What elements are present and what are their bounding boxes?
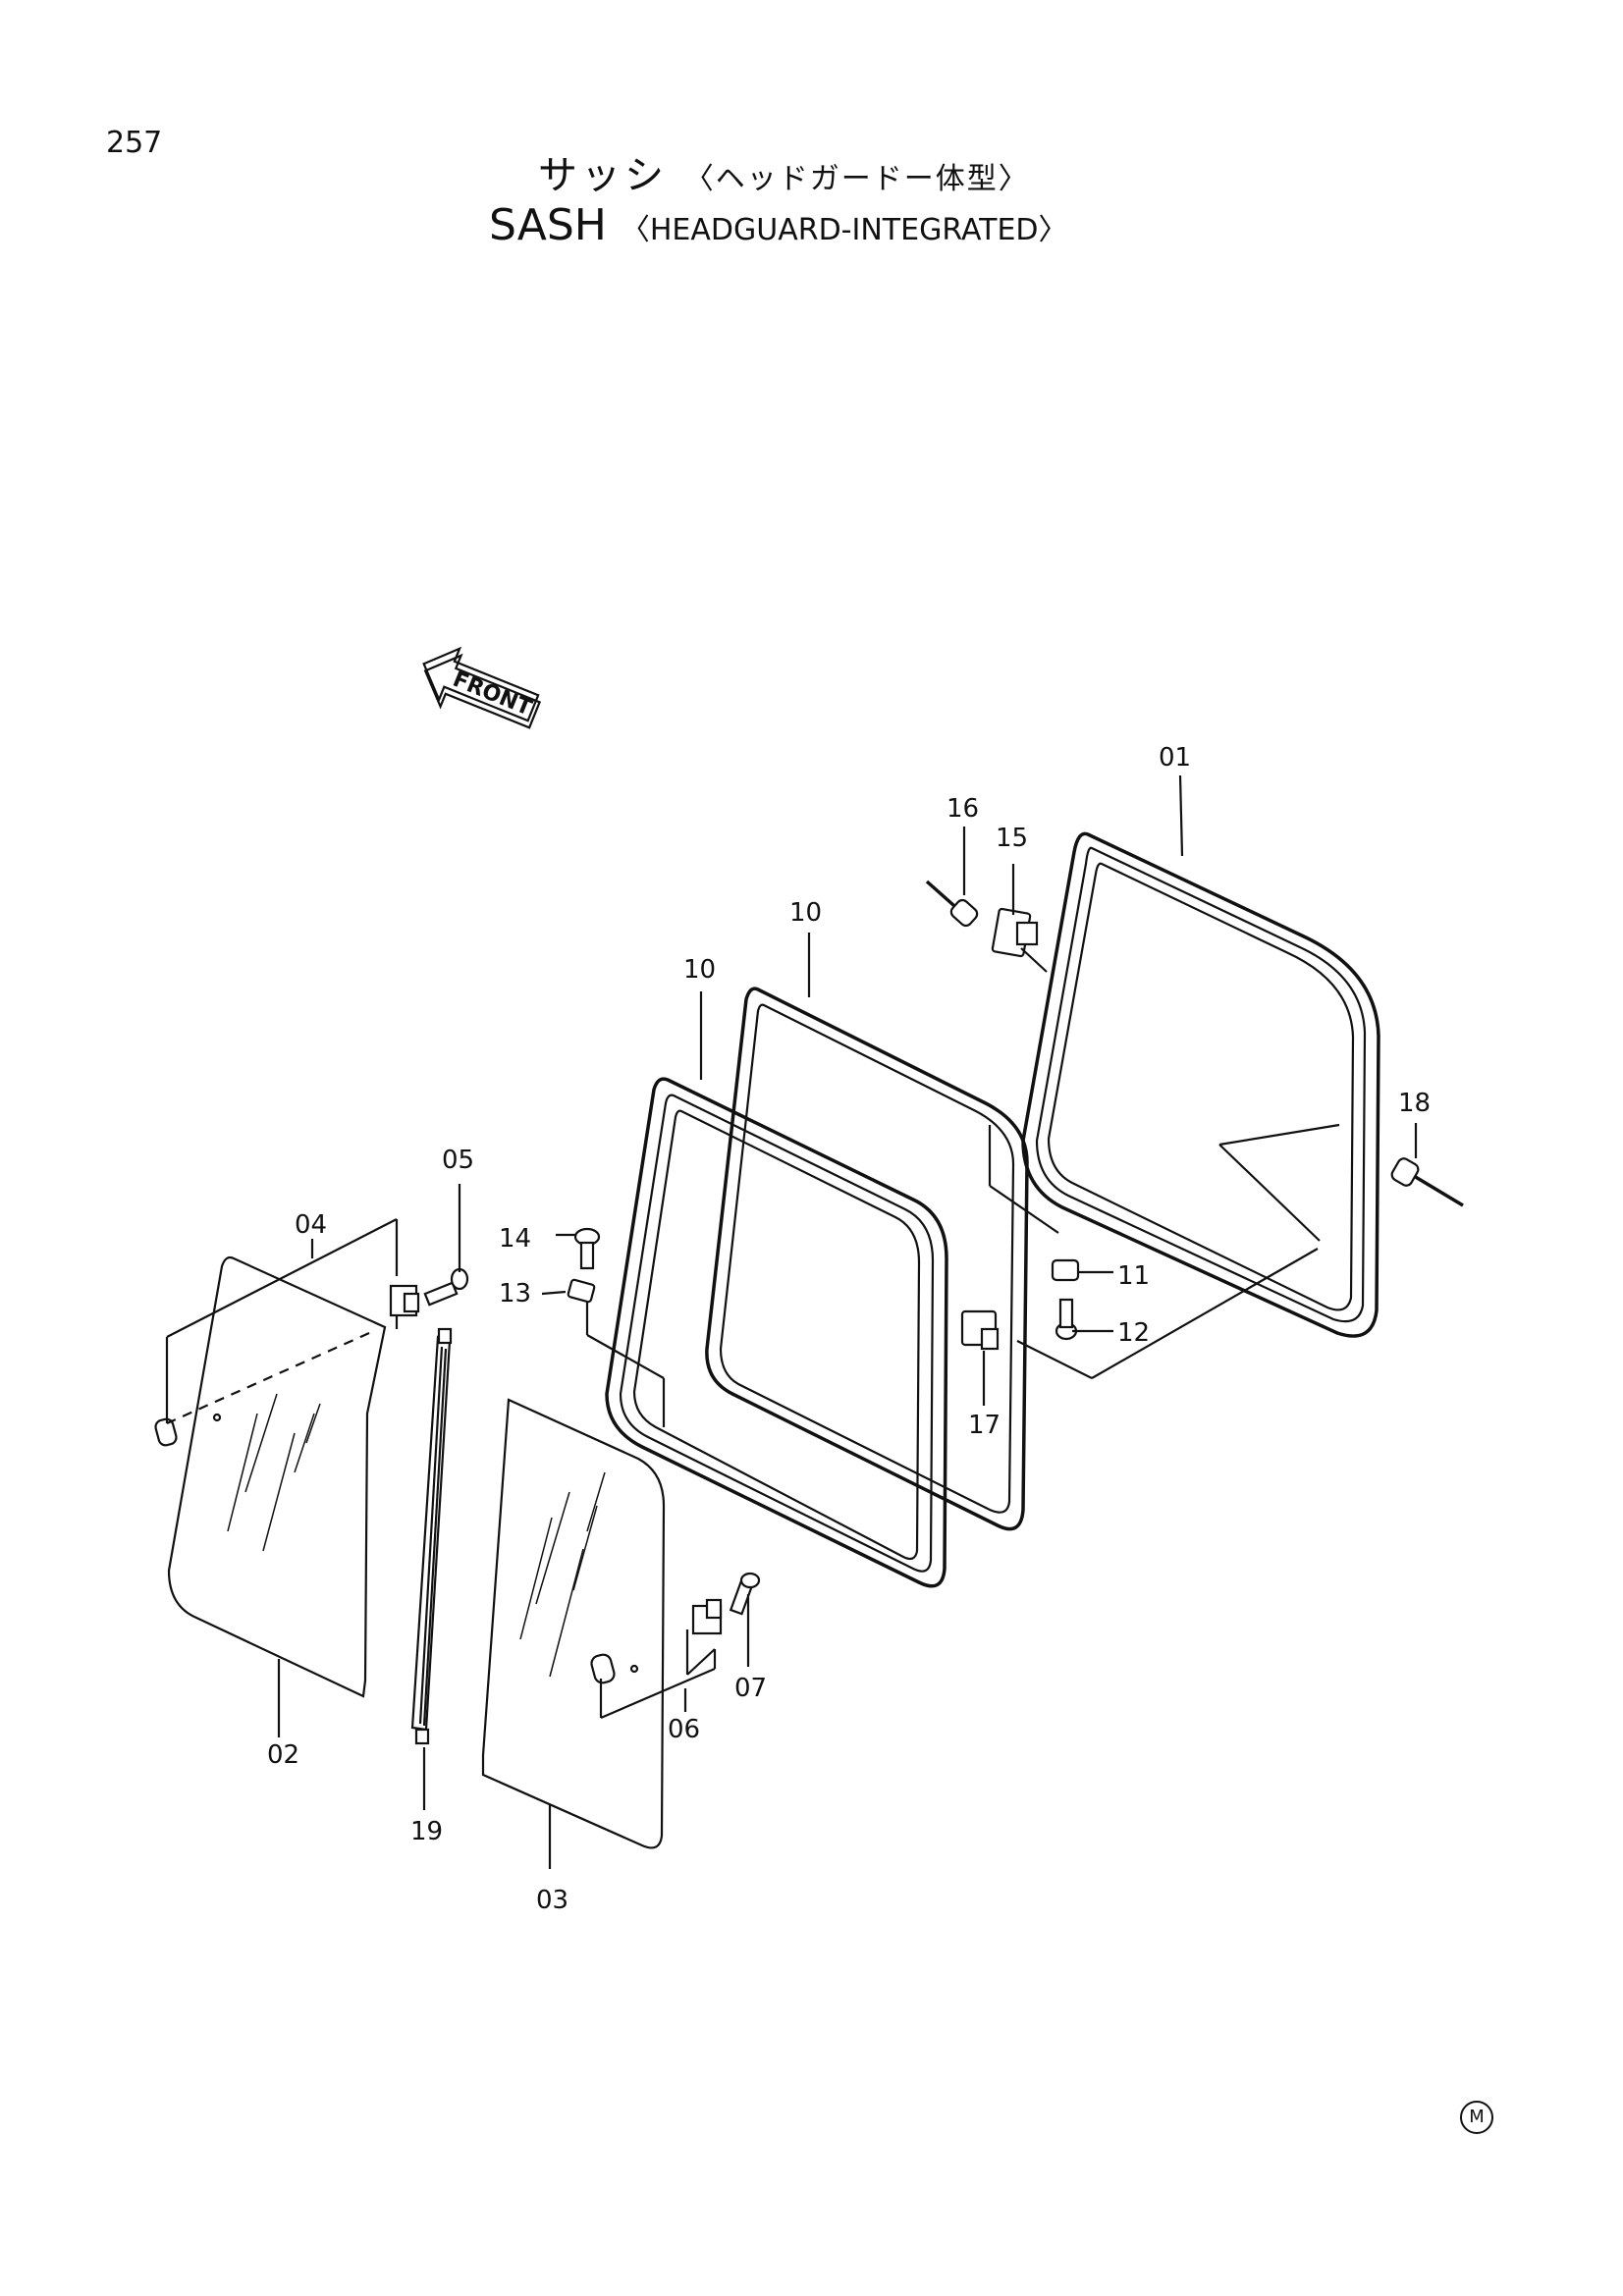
part-label-14: 14: [499, 1224, 531, 1254]
block-13: [567, 1278, 596, 1304]
title-en-main: SASH: [489, 200, 607, 250]
part-label-13: 13: [499, 1279, 531, 1308]
clip-11: [1051, 1258, 1080, 1282]
screw-14: [573, 1227, 601, 1270]
part-label-11: 11: [1117, 1261, 1150, 1291]
part-label-12: 12: [1117, 1318, 1150, 1348]
part-label-05: 05: [442, 1146, 474, 1175]
part-label-17: 17: [968, 1411, 1001, 1440]
part-label-01: 01: [1159, 743, 1191, 773]
part-label-04: 04: [295, 1210, 327, 1240]
part-label-19: 19: [410, 1817, 443, 1846]
pin-18: [1390, 1157, 1464, 1207]
front-arrow-icon: FRONT: [422, 646, 542, 729]
glass-panel-02: [167, 1255, 387, 1698]
title-japanese: サッシ 〈ヘッドガードー体型〉: [538, 143, 1030, 200]
screw-05: [423, 1267, 469, 1307]
part-label-07: 07: [734, 1674, 767, 1703]
title-english: SASH 〈HEADGUARD-INTEGRATED〉: [489, 200, 1068, 250]
seal-strip-19: [410, 1327, 453, 1745]
bracket-17: [960, 1309, 1000, 1351]
part-label-18: 18: [1398, 1089, 1431, 1118]
latch-04: [154, 1284, 420, 1447]
pin-16: [925, 880, 979, 928]
page-number: 257: [106, 126, 163, 160]
m-mark: M: [1460, 2101, 1493, 2134]
title-jp-main: サッシ: [538, 153, 668, 198]
glass-panel-03: [481, 1398, 666, 1849]
sash-frame-01: [1021, 831, 1380, 1338]
bracket-15: [991, 907, 1039, 958]
part-label-10-rear: 10: [789, 898, 822, 928]
screw-07: [729, 1572, 761, 1616]
part-label-02: 02: [267, 1740, 299, 1770]
title-jp-sub: 〈ヘッドガードー体型〉: [683, 162, 1030, 196]
leader-lines: [165, 774, 1418, 1869]
screw-12: [1055, 1298, 1078, 1341]
part-label-15: 15: [996, 824, 1028, 853]
weatherstrip-10-front: [605, 1077, 948, 1588]
part-label-16: 16: [947, 794, 979, 824]
part-label-10-front: 10: [683, 955, 716, 985]
weatherstrip-10-rear: [705, 987, 1029, 1531]
part-label-03: 03: [536, 1886, 568, 1915]
part-label-06: 06: [668, 1715, 700, 1744]
title-en-sub: 〈HEADGUARD-INTEGRATED〉: [620, 213, 1068, 247]
latch-06: [691, 1598, 723, 1635]
